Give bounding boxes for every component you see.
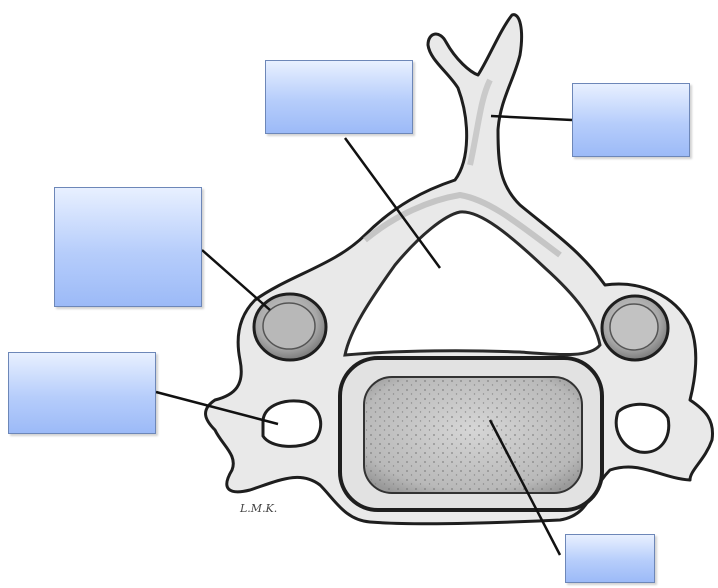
label-box-vertebral-foramen[interactable] — [265, 60, 413, 134]
label-box-vertebral-body[interactable] — [565, 534, 655, 583]
label-box-spinous-process[interactable] — [572, 83, 690, 157]
right-transverse-foramen — [616, 404, 669, 452]
leader-line-spinous — [491, 116, 572, 120]
label-box-superior-articular-facet[interactable] — [54, 187, 202, 307]
label-box-transverse-process[interactable] — [8, 352, 156, 434]
leader-line-facet — [202, 250, 270, 310]
artist-signature: L.M.K. — [239, 502, 277, 515]
left-transverse-foramen — [263, 401, 321, 447]
